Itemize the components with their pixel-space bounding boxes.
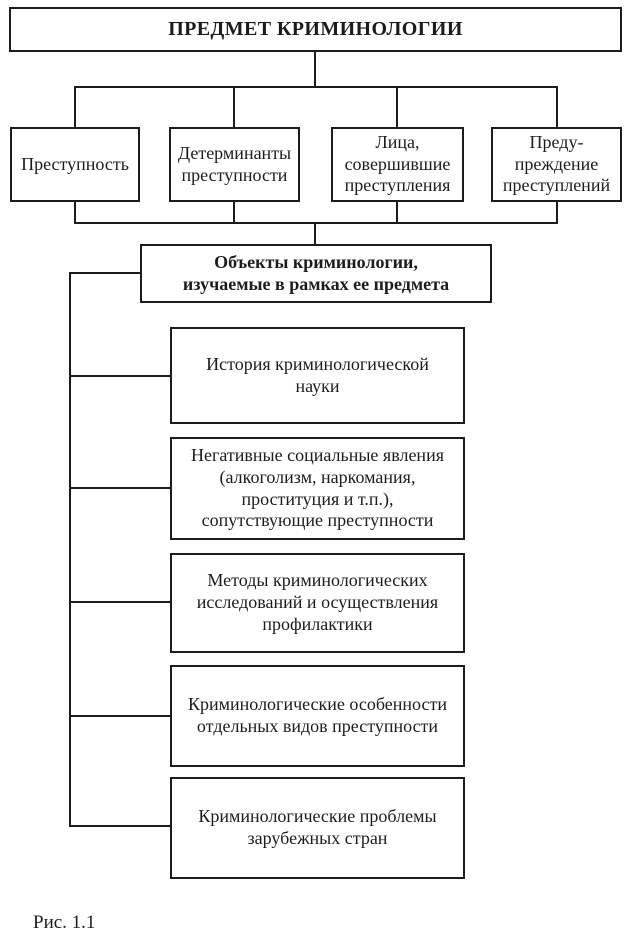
connector-drop-determinants bbox=[233, 86, 235, 127]
subject-box-determinants-label: Детерминанты преступности bbox=[177, 142, 292, 185]
objects-header-label: Объекты криминологии, изучаемые в рамках… bbox=[182, 251, 450, 294]
rail-stub-history bbox=[69, 375, 170, 377]
connector-drop-prevention bbox=[556, 86, 558, 127]
object-box-crime-types: Криминологические особенности отдельных … bbox=[170, 665, 465, 767]
object-box-history: История криминологической науки bbox=[170, 327, 465, 424]
connector-objects-drop bbox=[314, 222, 316, 244]
subject-box-determinants: Детерминанты преступности bbox=[169, 127, 300, 202]
object-box-foreign-countries: Криминологические проблемы зарубежных ст… bbox=[170, 777, 465, 879]
rail-stub-foreign-countries bbox=[69, 825, 170, 827]
root-box-label: ПРЕДМЕТ КРИМИНОЛОГИИ bbox=[168, 18, 463, 41]
connector-lower-bus bbox=[74, 222, 558, 224]
object-box-methods-label: Методы криминологических исследований и … bbox=[196, 570, 439, 634]
subject-box-prevention-label: Преду- преждение преступлений bbox=[502, 131, 611, 196]
subject-box-crime: Преступность bbox=[10, 127, 140, 202]
object-box-methods: Методы криминологических исследований и … bbox=[170, 553, 465, 653]
object-box-negative-phenomena: Негативные социальные явления (алкоголиз… bbox=[170, 437, 465, 540]
subject-box-prevention: Преду- преждение преступлений bbox=[491, 127, 622, 202]
subject-box-offenders-label: Лица, совершившие преступления bbox=[344, 131, 451, 196]
connector-drop-crime bbox=[74, 86, 76, 127]
figure-caption: Рис. 1.1 bbox=[33, 912, 96, 933]
rail-stub-negative-phenomena bbox=[69, 487, 170, 489]
rail-stub-crime-types bbox=[69, 715, 170, 717]
connector-upper-bus bbox=[74, 86, 558, 88]
object-box-history-label: История криминологической науки bbox=[206, 353, 429, 396]
connector-riser-crime bbox=[74, 202, 76, 224]
root-box-subject-of-criminology: ПРЕДМЕТ КРИМИНОЛОГИИ bbox=[9, 7, 622, 52]
object-box-crime-types-label: Криминологические особенности отдельных … bbox=[188, 694, 447, 736]
subject-box-crime-label: Преступность bbox=[21, 153, 129, 174]
connector-drop-offenders bbox=[396, 86, 398, 127]
connector-riser-offenders bbox=[396, 202, 398, 224]
objects-header-box: Объекты криминологии, изучаемые в рамках… bbox=[140, 244, 492, 303]
connector-riser-prevention bbox=[556, 202, 558, 224]
connector-riser-determinants bbox=[233, 202, 235, 224]
object-box-negative-phenomena-label: Негативные социальные явления (алкоголиз… bbox=[191, 444, 444, 531]
rail-stub-objects-header bbox=[69, 272, 140, 274]
subject-box-offenders: Лица, совершившие преступления bbox=[331, 127, 464, 202]
rail-vertical bbox=[69, 272, 71, 827]
object-box-foreign-countries-label: Криминологические проблемы зарубежных ст… bbox=[198, 806, 437, 848]
rail-stub-methods bbox=[69, 601, 170, 603]
connector-root-drop bbox=[314, 52, 316, 88]
